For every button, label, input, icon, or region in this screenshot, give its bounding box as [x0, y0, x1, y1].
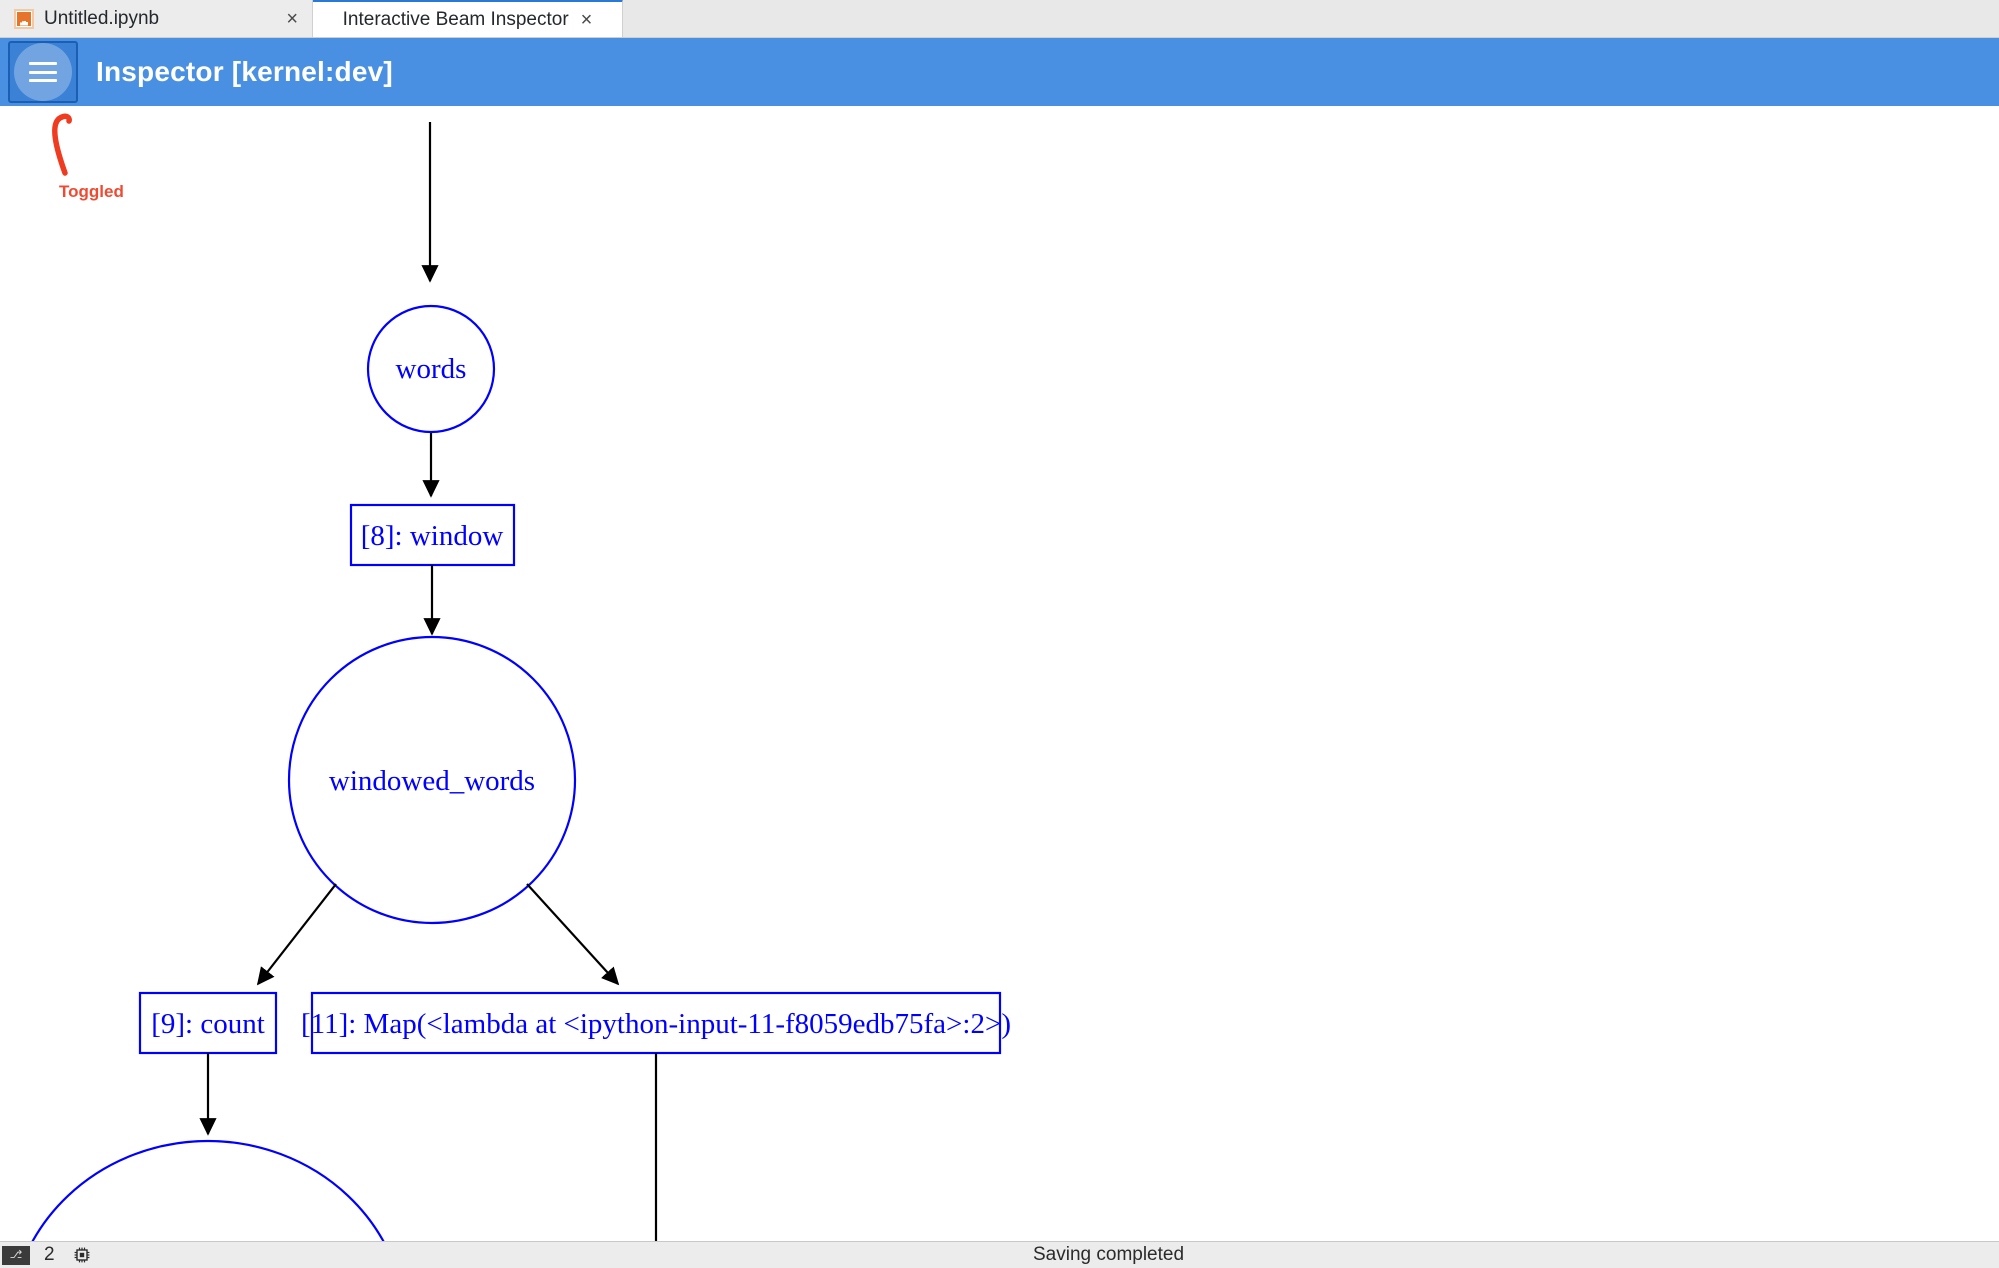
- node-label: words: [396, 353, 467, 385]
- node-windowed-words[interactable]: windowed_words: [287, 635, 577, 925]
- status-message: Saving completed: [1033, 1244, 1185, 1265]
- node-window[interactable]: [8]: window: [349, 503, 516, 567]
- node-shape-ellipse: [31, 1139, 385, 1241]
- tab-bar: Untitled.ipynb × Interactive Beam Inspec…: [0, 0, 1999, 38]
- tab-label: Interactive Beam Inspector: [342, 8, 569, 30]
- node-label: [8]: window: [361, 520, 504, 552]
- kernel-count: 2: [44, 1244, 55, 1265]
- node-windowed-word-counts[interactable]: windowed_word_counts: [10, 1139, 406, 1241]
- page-title: Inspector [kernel:dev]: [96, 56, 393, 87]
- node-map[interactable]: [11]: Map(<lambda at <ipython-input-11-f…: [301, 991, 1011, 1055]
- tab-untitled-ipynb[interactable]: Untitled.ipynb ×: [0, 0, 313, 37]
- node-shape-circle: [366, 304, 496, 434]
- node-label: [9]: count: [151, 1008, 265, 1040]
- close-icon[interactable]: ×: [286, 7, 298, 30]
- cpu-chip-icon[interactable]: [73, 1246, 91, 1264]
- node-count[interactable]: [9]: count: [138, 991, 278, 1055]
- tab-label: Untitled.ipynb: [44, 7, 160, 29]
- inspector-header: Inspector [kernel:dev]: [0, 38, 1999, 106]
- hamburger-menu-button[interactable]: [8, 41, 78, 103]
- pipeline-graph-svg: words [8]: window windowed_words: [10, 122, 1011, 1241]
- node-shape-circle: [287, 635, 577, 925]
- tab-interactive-beam-inspector[interactable]: Interactive Beam Inspector ×: [313, 0, 623, 37]
- node-words[interactable]: words: [366, 304, 496, 434]
- hamburger-icon: [29, 62, 57, 82]
- notebook-icon: [14, 8, 34, 29]
- node-label: windowed_words: [329, 765, 535, 797]
- edge-windowedwords-count: [256, 883, 337, 986]
- node-shape-box: [349, 503, 516, 567]
- close-icon[interactable]: ×: [580, 8, 593, 31]
- status-bar: ⎇ 2: [0, 1241, 1999, 1268]
- edge-windowedwords-map: [526, 883, 620, 986]
- pipeline-graph-canvas[interactable]: words [8]: window windowed_words: [0, 106, 1999, 1241]
- node-label: [11]: Map(<lambda at <ipython-input-11-f…: [301, 1008, 1011, 1040]
- node-shape-box: [138, 991, 278, 1055]
- terminal-icon[interactable]: ⎇: [2, 1245, 30, 1265]
- annotation-label: Toggled: [59, 182, 124, 201]
- cpu-chip-glyph: [74, 1247, 89, 1263]
